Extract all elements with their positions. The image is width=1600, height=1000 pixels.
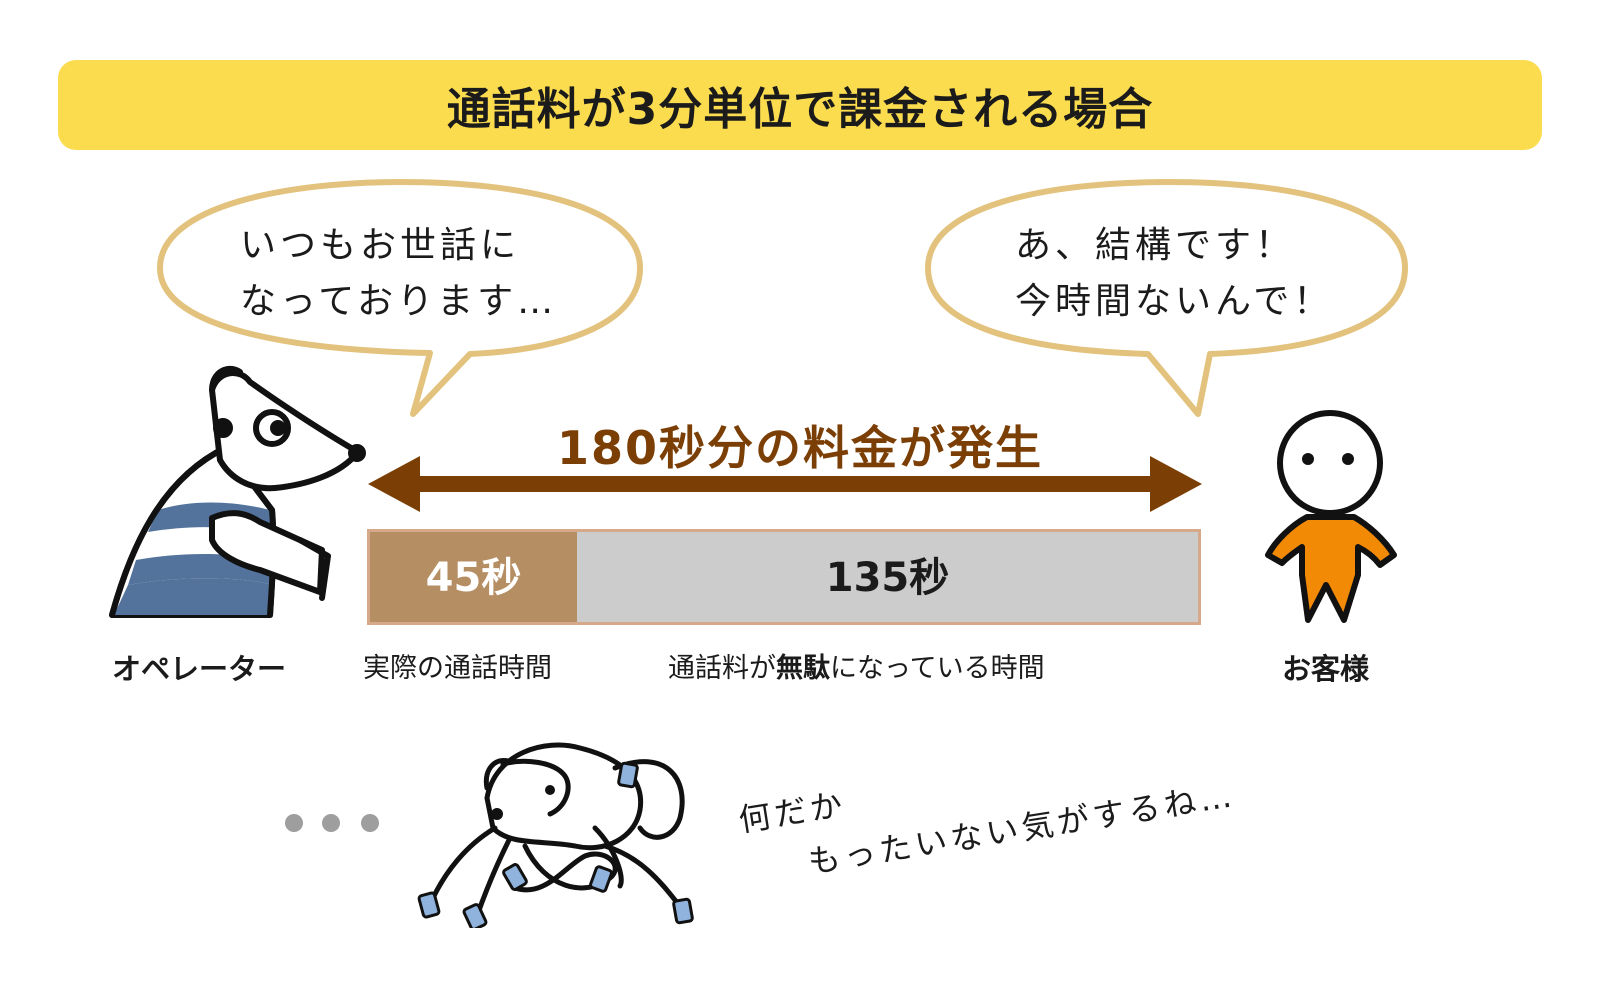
title-banner: 通話料が3分単位で課金される場合 <box>58 60 1542 150</box>
operator-speech-line2: なっております… <box>240 281 558 322</box>
arrow-head-left <box>368 456 420 512</box>
cable-plug-icon <box>462 903 488 928</box>
wasted-time-caption: 通話料が無駄になっている時間 <box>668 646 1045 685</box>
arrow-head-right <box>1150 456 1202 512</box>
used-time-segment: 45秒 <box>370 532 577 622</box>
operator-character <box>109 365 366 618</box>
cable-plug-icon <box>589 865 613 893</box>
tired-operator-illustration <box>417 742 694 928</box>
operator-label: オペレーター <box>112 652 287 686</box>
wasted-caption-post: になっている時間 <box>830 653 1045 684</box>
double-arrow <box>368 456 1202 512</box>
wasted-caption-pre: 通話料が <box>668 653 776 684</box>
operator-speech: いつもお世話に なっております… <box>240 218 557 330</box>
page-title: 通話料が3分単位で課金される場合 <box>446 84 1154 135</box>
customer-label: お客様 <box>1282 652 1370 686</box>
time-bar: 45秒 135秒 <box>367 529 1201 625</box>
cable-plug-icon <box>417 891 441 919</box>
wasted-time-segment: 135秒 <box>825 555 950 601</box>
cable-plug-icon <box>672 897 694 925</box>
wasted-caption-bold: 無駄 <box>776 653 830 684</box>
used-time-caption: 実際の通話時間 <box>363 653 552 684</box>
ellipsis-dot-3 <box>361 814 379 832</box>
customer-speech-bubble <box>925 179 1408 417</box>
customer-character <box>1265 410 1397 623</box>
customer-speech-line2: 今時間ないんで！ <box>1015 281 1334 322</box>
operator-speech-line1: いつもお世話に <box>240 225 521 266</box>
cable-plug-icon <box>617 761 639 789</box>
customer-speech: あ、結構です！ 今時間ないんで！ <box>1015 218 1333 330</box>
arrow-shaft <box>415 476 1155 492</box>
ellipsis-dot-2 <box>322 814 340 832</box>
charge-label: 180秒分の料金が発生 <box>556 421 1044 475</box>
customer-speech-line1: あ、結構です！ <box>1015 225 1296 266</box>
ellipsis-dot-1 <box>285 814 303 832</box>
cable-plug-icon <box>502 863 528 891</box>
operator-speech-bubble <box>157 179 643 417</box>
